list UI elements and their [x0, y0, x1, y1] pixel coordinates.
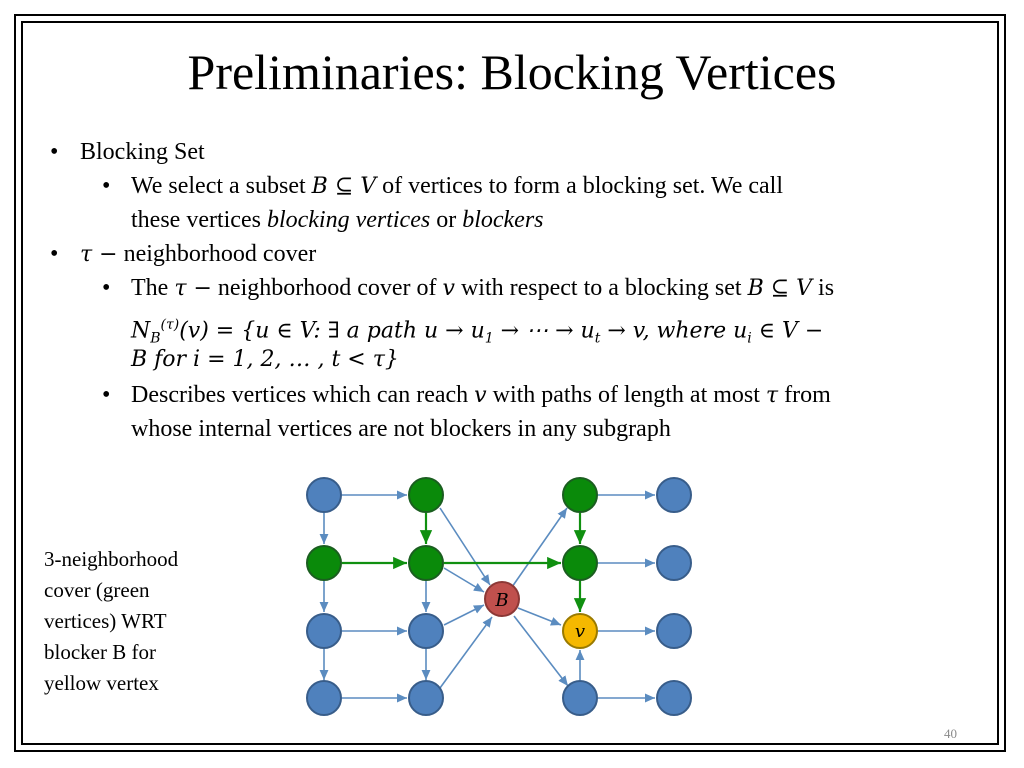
graph-node-blue: [306, 477, 342, 513]
graph-edge: [443, 604, 485, 626]
graph-node-blue: [306, 613, 342, 649]
caption-line: blocker B for: [44, 640, 156, 664]
caption-line: vertices) WRT: [44, 609, 167, 633]
graph-node-blocker: [484, 581, 520, 617]
caption-line: 3-neighborhood: [44, 547, 179, 571]
bullet-neighborhood-cover: τ − neighborhood cover: [80, 241, 317, 267]
graph-node-blue: [408, 613, 444, 649]
slide-border-outer: [14, 14, 1006, 752]
graph-node-blue: [562, 680, 598, 716]
sub-bullet-blocking-set-line2: these vertices blocking vertices or bloc…: [131, 207, 544, 233]
graph-edges-green: [342, 513, 587, 612]
target-vertex-label: v: [575, 621, 585, 642]
bullet-blocking-set: Blocking Set: [80, 139, 205, 165]
sub-bullet-marker: •: [102, 173, 111, 199]
graph-nodes: [306, 477, 692, 716]
slide-title: Preliminaries: Blocking Vertices: [187, 44, 837, 100]
caption-line: yellow vertex: [44, 671, 159, 695]
cover-formula-line2: B for i = 1, 2, … , t < τ}: [131, 347, 399, 372]
bullet-marker: •: [50, 241, 59, 267]
graph-edge: [517, 607, 562, 626]
graph-edges-blue: [319, 490, 655, 703]
blocker-label: B: [494, 590, 508, 611]
cover-formula-line1: NB(τ)(v) = {u ∈ V: ∃ a path u → u1 → ⋯ →…: [131, 317, 824, 347]
graph-node-green: [562, 477, 598, 513]
sub-bullet-marker: •: [102, 382, 111, 408]
graph-node-green: [408, 477, 444, 513]
page-number: 40: [944, 726, 957, 741]
graph-edge: [443, 567, 485, 593]
bullet-marker: •: [50, 139, 59, 165]
graph-node-green: [408, 545, 444, 581]
graph-node-target: [562, 613, 598, 649]
graph-node-blue: [656, 680, 692, 716]
graph-node-green: [562, 545, 598, 581]
graph-node-blue: [306, 680, 342, 716]
graph-node-green: [306, 545, 342, 581]
sub-bullet-describes-line1: Describes vertices which can reach v wit…: [131, 382, 831, 408]
graph-node-blue: [656, 545, 692, 581]
graph-node-blue: [656, 613, 692, 649]
graph-edge: [439, 616, 493, 689]
graph-edge: [511, 507, 568, 588]
sub-bullet-blocking-set-line1: We select a subset B ⊆ V of vertices to …: [131, 173, 783, 199]
graph-node-blue: [408, 680, 444, 716]
sub-bullet-cover-def-line1: The τ − neighborhood cover of v with res…: [131, 275, 835, 301]
graph-node-blue: [656, 477, 692, 513]
graph-caption: 3-neighborhood cover (green vertices) WR…: [44, 544, 178, 699]
slide-border-inner: [21, 21, 999, 745]
graph-edge: [439, 507, 491, 586]
sub-bullet-describes-line2: whose internal vertices are not blockers…: [131, 416, 671, 442]
sub-bullet-marker: •: [102, 275, 111, 301]
caption-line: cover (green: [44, 578, 150, 602]
graph-edge: [513, 615, 569, 687]
